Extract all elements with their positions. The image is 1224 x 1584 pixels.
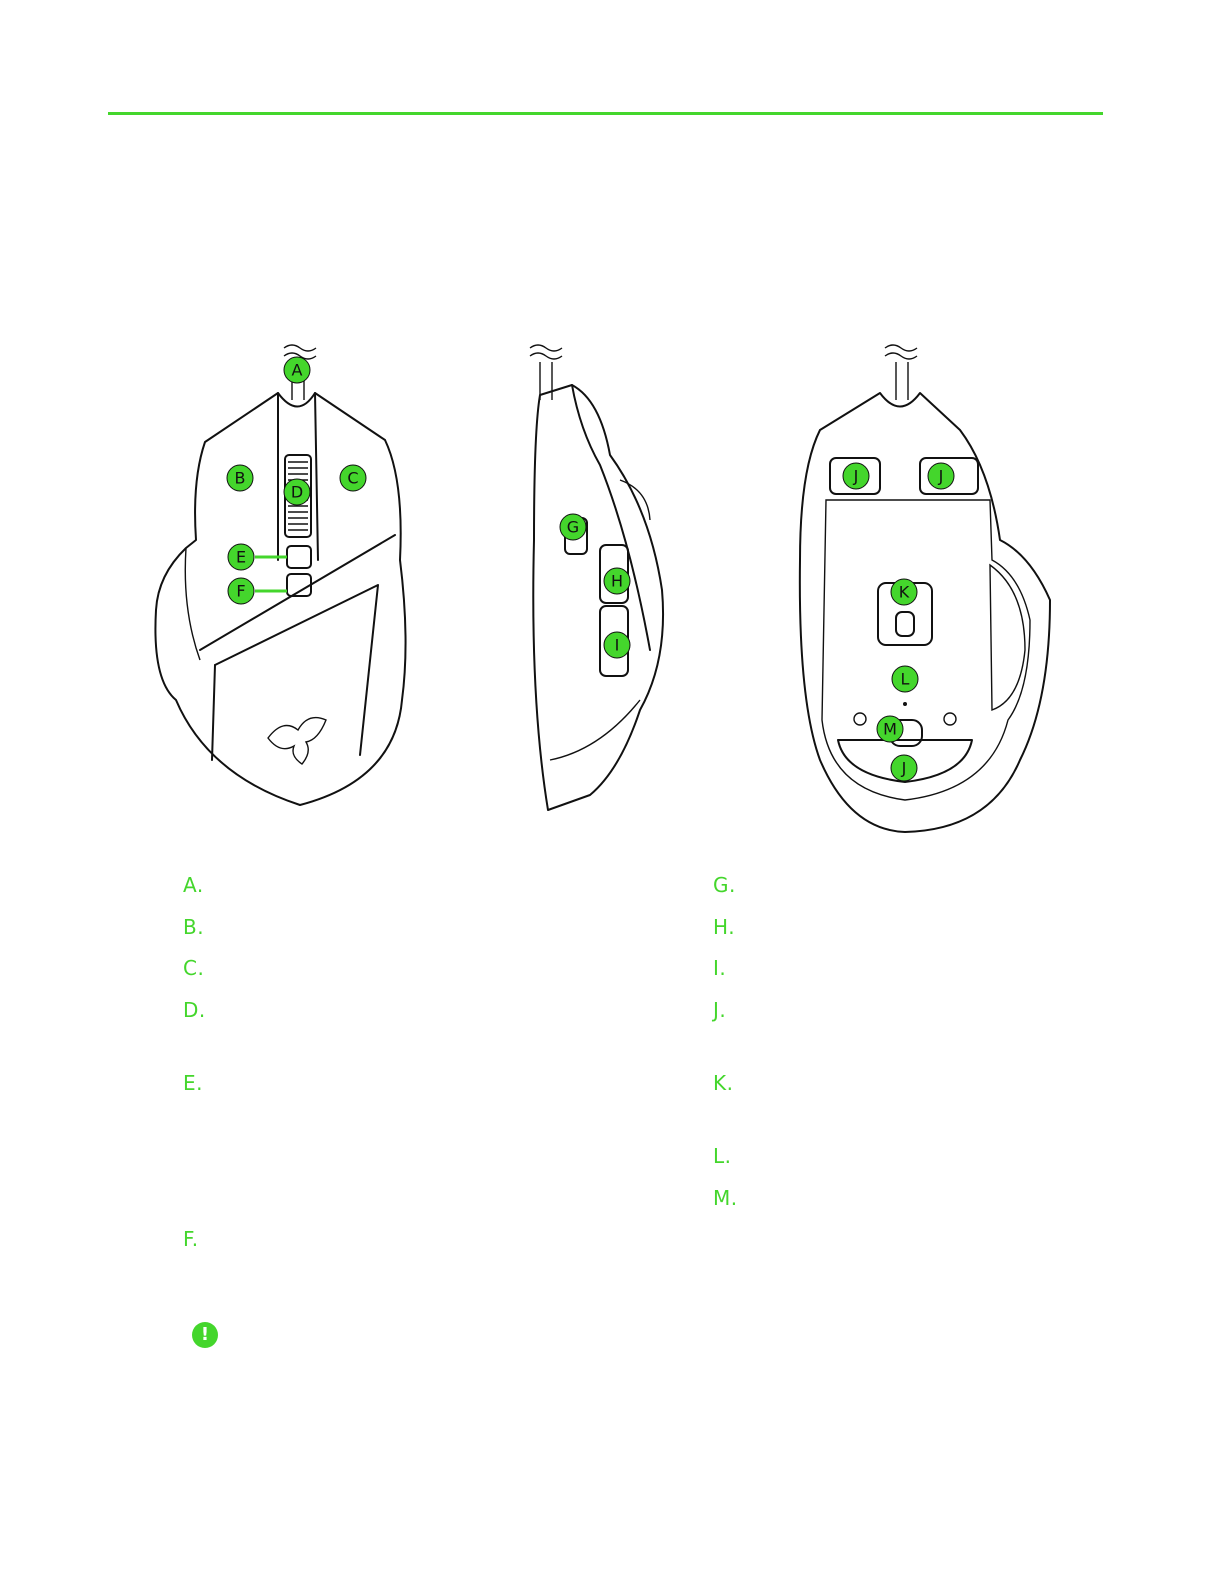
list-item-a: A.: [183, 873, 204, 897]
list-item-g: G.: [713, 873, 736, 897]
svg-text:J: J: [853, 467, 859, 486]
svg-text:H: H: [611, 572, 623, 591]
callout-h: H: [603, 567, 631, 595]
svg-text:C: C: [347, 469, 358, 488]
exclamation-icon: !: [192, 1322, 218, 1348]
svg-text:M: M: [883, 720, 897, 739]
callout-k: K: [890, 578, 918, 606]
callout-b: B: [226, 464, 254, 492]
svg-text:D: D: [291, 483, 303, 502]
callout-a: A: [283, 356, 311, 384]
callout-m: M: [876, 715, 904, 743]
list-item-b: B.: [183, 915, 205, 939]
svg-text:J: J: [901, 759, 907, 778]
callout-j-left: J: [842, 462, 870, 490]
list-item-h: H.: [713, 915, 736, 939]
svg-text:K: K: [899, 583, 910, 602]
callout-j-right: J: [927, 462, 955, 490]
header-rule: [108, 112, 1103, 115]
list-item-d: D.: [183, 998, 206, 1022]
callout-i: I: [603, 631, 631, 659]
callout-l: L: [891, 665, 919, 693]
svg-text:L: L: [901, 670, 910, 689]
list-item-i: I.: [713, 956, 727, 980]
list-item-l: L.: [713, 1144, 732, 1168]
list-item-f: F.: [183, 1227, 199, 1251]
list-item-k: K.: [713, 1071, 734, 1095]
list-item-e: E.: [183, 1071, 203, 1095]
svg-text:I: I: [615, 636, 620, 655]
svg-text:A: A: [292, 361, 303, 380]
callout-d: D: [283, 478, 311, 506]
svg-text:J: J: [938, 467, 944, 486]
list-item-j: J.: [713, 998, 727, 1022]
callout-f: F: [227, 577, 255, 605]
callout-g: G: [559, 513, 587, 541]
list-item-c: C.: [183, 956, 205, 980]
svg-text:E: E: [236, 548, 246, 567]
mouse-top-view: [154, 344, 407, 806]
list-item-m: M.: [713, 1186, 738, 1210]
callout-e: E: [227, 543, 255, 571]
svg-text:F: F: [236, 582, 245, 601]
callout-j-bottom: J: [890, 754, 918, 782]
svg-text:B: B: [235, 469, 246, 488]
mouse-bottom-view: [798, 344, 1051, 833]
mouse-side-view: [529, 344, 665, 811]
callout-c: C: [339, 464, 367, 492]
svg-text:G: G: [567, 518, 579, 537]
